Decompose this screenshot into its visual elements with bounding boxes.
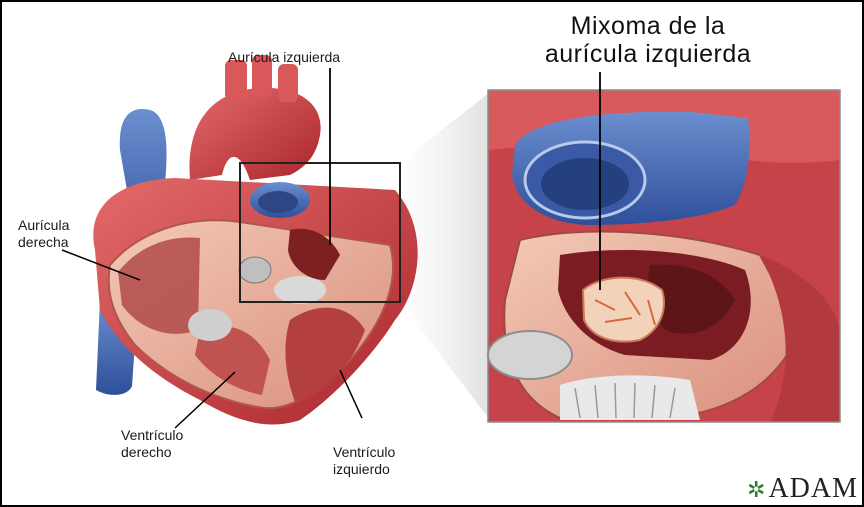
label-ventriculo-izquierdo-line2: izquierdo	[333, 461, 390, 478]
myxoma-tumor	[583, 278, 664, 342]
logo-text: ADAM	[768, 473, 858, 504]
title-line-2: aurícula izquierda	[488, 40, 808, 68]
leader-ventriculo-izquierdo	[340, 370, 362, 418]
label-auricula-izquierda: Aurícula izquierda	[228, 49, 340, 66]
label-ventriculo-derecho-line1: Ventrículo	[121, 427, 183, 444]
inset-title: Mixoma de la aurícula izquierda	[488, 12, 808, 68]
label-ventriculo-izquierdo-line1: Ventrículo	[333, 444, 395, 461]
label-auricula-derecha-line1: Aurícula	[18, 217, 69, 234]
adam-logo: ✲ADAM	[747, 474, 858, 505]
aorta	[189, 88, 320, 180]
zoom-inset	[488, 90, 840, 422]
title-line-1: Mixoma de la	[488, 12, 808, 40]
leaf-icon: ✲	[747, 477, 766, 502]
label-auricula-derecha-line2: derecha	[18, 234, 69, 251]
label-ventriculo-derecho-line2: derecho	[121, 444, 172, 461]
